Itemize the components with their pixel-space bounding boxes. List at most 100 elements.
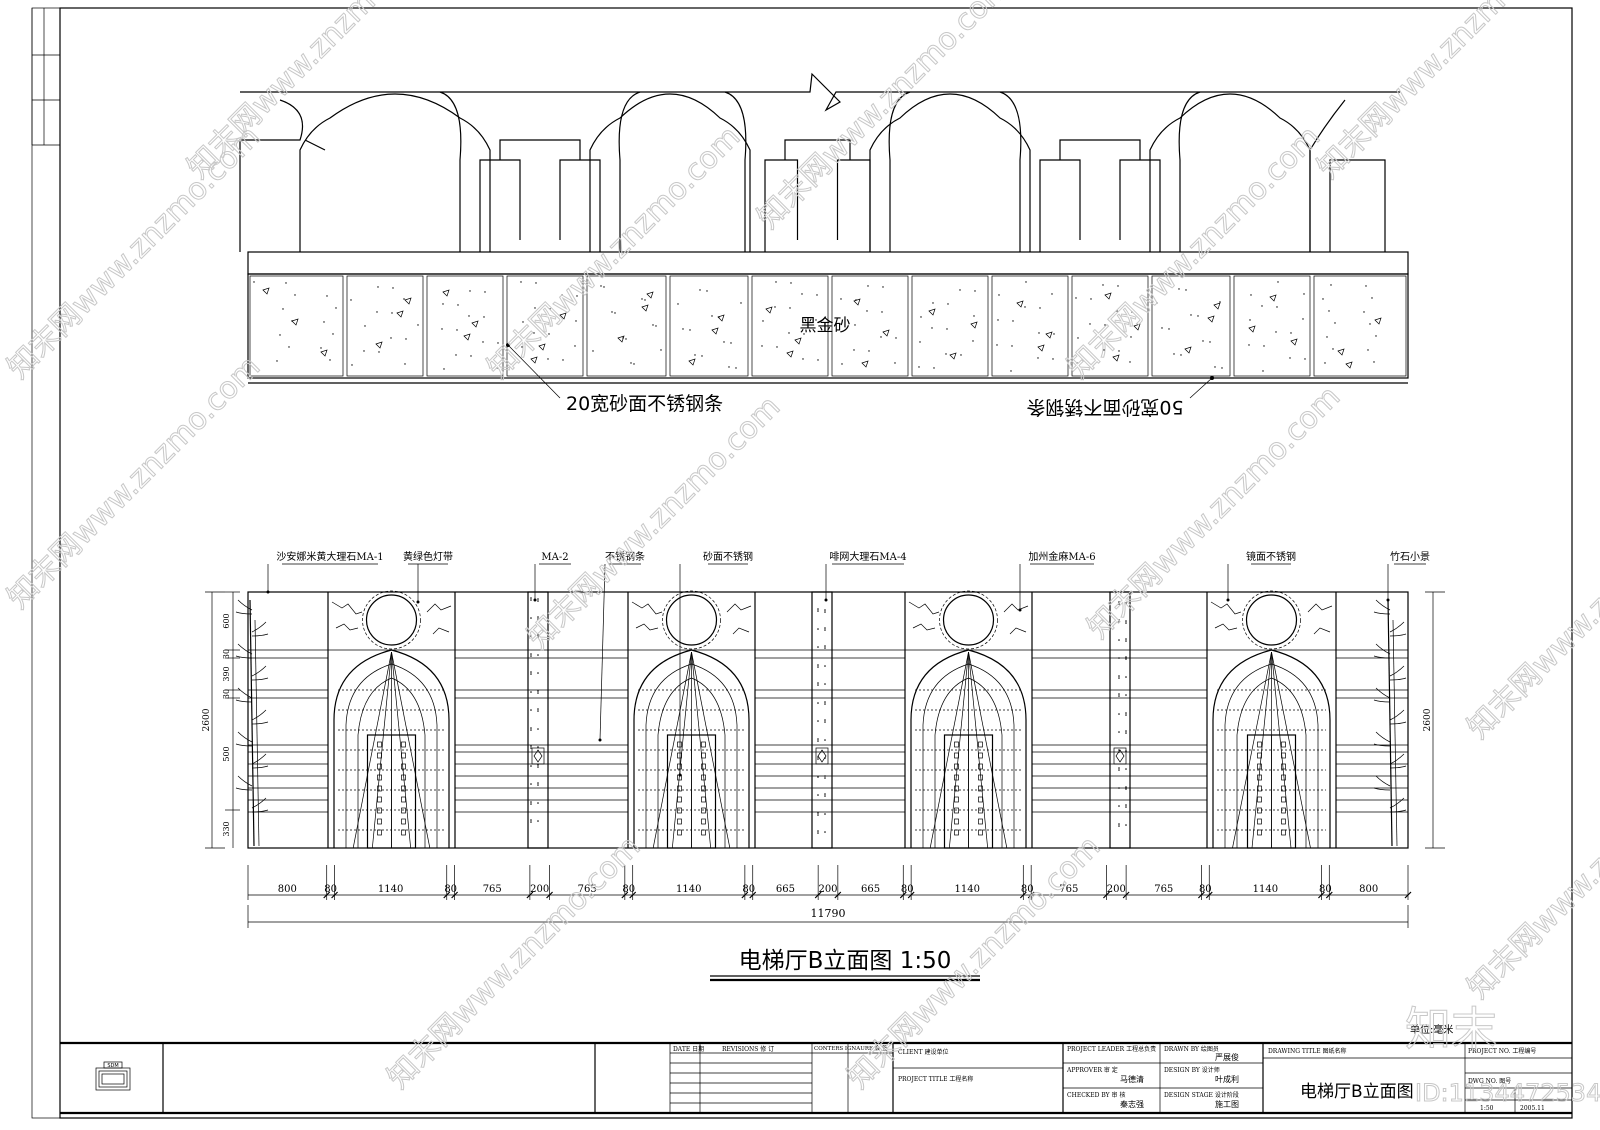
svg-text:知末网www.znzmo.com: 知末网www.znzmo.com xyxy=(751,0,1017,236)
elevator-door-bay xyxy=(1206,590,1337,849)
dimension-label: 200 xyxy=(530,884,549,895)
svg-text:叶成利: 叶成利 xyxy=(1215,1074,1239,1084)
dimension-label: 1140 xyxy=(378,884,403,895)
dimension-label: 80 xyxy=(742,884,755,895)
dimension-label: 800 xyxy=(278,884,297,895)
height-dim: 30 xyxy=(222,689,231,699)
svg-text:CONTERS IGNAURE 会 签: CONTERS IGNAURE 会 签 xyxy=(814,1044,888,1052)
plan-tile xyxy=(1151,275,1231,377)
dimension-label: 765 xyxy=(483,884,502,895)
dimension-label: 1140 xyxy=(676,884,701,895)
plan-tile xyxy=(249,275,344,377)
callout-label: 竹石小景 xyxy=(1390,550,1430,563)
plan-tile xyxy=(1233,275,1311,377)
plan-tile xyxy=(1313,275,1407,377)
dimension-label: 765 xyxy=(1154,884,1173,895)
svg-text:严展俊: 严展俊 xyxy=(1215,1052,1239,1062)
svg-text:CLIENT 建设单位: CLIENT 建设单位 xyxy=(898,1048,949,1056)
dimension-label: 200 xyxy=(1107,884,1126,895)
svg-text:DRAWING TITLE 图纸名称: DRAWING TITLE 图纸名称 xyxy=(1268,1047,1347,1055)
dimension-label: 80 xyxy=(444,884,457,895)
callout-label: 加州金麻MA-6 xyxy=(1028,550,1095,563)
plan-tile xyxy=(991,275,1069,377)
dimension-label: 665 xyxy=(776,884,795,895)
stone-pillar xyxy=(1109,591,1131,849)
dimension-label: 80 xyxy=(622,884,635,895)
callout-label: 啡网大理石MA-4 xyxy=(829,550,906,563)
plan-tile xyxy=(426,275,504,377)
svg-text:施工图: 施工图 xyxy=(1215,1099,1239,1109)
svg-text:DRAWN BY 绘图员: DRAWN BY 绘图员 xyxy=(1164,1045,1219,1053)
round-window xyxy=(665,594,718,646)
dimension-label: 80 xyxy=(1199,884,1212,895)
total-dimension: 11790 xyxy=(811,907,846,920)
company-logo: SDM xyxy=(95,1061,131,1091)
height-dim: 390 xyxy=(222,666,231,681)
plan-tile xyxy=(831,275,909,377)
note-left: 20宽砂面不锈钢条 xyxy=(566,393,723,415)
dimension-label: 200 xyxy=(818,884,837,895)
svg-text:知末网www.znzmo.com: 知末网www.znzmo.com xyxy=(1081,379,1347,645)
callout-label: 黄绿色灯带 xyxy=(403,550,453,563)
dimension-label: 665 xyxy=(861,884,880,895)
arched-door xyxy=(633,649,750,848)
height-total-right: 2600 xyxy=(1423,708,1433,731)
svg-text:知末网www.znzmo.com: 知末网www.znzmo.com xyxy=(1,349,267,615)
dimension-label: 765 xyxy=(578,884,597,895)
svg-text:马德清: 马德清 xyxy=(1120,1074,1144,1084)
note-right-mirrored: 50宽砂面不锈钢条 xyxy=(1026,396,1183,418)
svg-text:PROJECT LEADER 工程总负责: PROJECT LEADER 工程总负责 xyxy=(1067,1045,1156,1053)
svg-text:2005.11: 2005.11 xyxy=(1520,1105,1545,1112)
svg-text:DESIGN STAGE 设计阶段: DESIGN STAGE 设计阶段 xyxy=(1164,1091,1239,1099)
round-window xyxy=(942,594,995,646)
callout-label: 砂面不锈钢 xyxy=(703,550,753,563)
height-dim: 30 xyxy=(222,649,231,659)
callout-label: 不锈钢条 xyxy=(605,550,645,563)
svg-text:1:50: 1:50 xyxy=(1480,1105,1494,1112)
ceiling-plan: 黑金砂 20宽砂面不锈钢条 50宽砂面不锈钢条 xyxy=(239,72,1409,418)
svg-text:知末网www.znzmo.com: 知末网www.znzmo.com xyxy=(181,0,447,186)
round-window xyxy=(1245,594,1298,646)
stone-pillar xyxy=(527,591,549,849)
unit-note: 单位:毫米 xyxy=(1410,1023,1453,1036)
plan-tile xyxy=(586,275,667,377)
dimension-label: 80 xyxy=(901,884,914,895)
arched-door xyxy=(1212,649,1331,848)
title-block-drawing-title: 电梯厅B立面图 xyxy=(1300,1082,1414,1102)
plan-tile xyxy=(506,275,584,377)
dimension-label: 80 xyxy=(324,884,337,895)
height-dim: 330 xyxy=(222,821,231,836)
svg-text:知末网www.znzmo.com: 知末网www.znzmo.com xyxy=(521,389,787,655)
elevator-door-bay xyxy=(327,590,456,849)
plan-tile xyxy=(911,275,989,377)
bamboo-decor xyxy=(235,599,1407,847)
svg-text:DATE 日期: DATE 日期 xyxy=(673,1045,704,1053)
plan-tile xyxy=(751,275,829,377)
dimension-label: 800 xyxy=(1359,884,1378,895)
svg-text:REVISIONS 修 订: REVISIONS 修 订 xyxy=(722,1045,774,1053)
svg-text:PROJECT NO. 工程编号: PROJECT NO. 工程编号 xyxy=(1468,1047,1536,1055)
svg-text:秦志强: 秦志强 xyxy=(1120,1099,1144,1109)
svg-text:SDM: SDM xyxy=(107,1063,118,1069)
dimension-label: 765 xyxy=(1059,884,1078,895)
plan-tile xyxy=(669,275,749,377)
dimension-label: 80 xyxy=(1021,884,1034,895)
watermarks: 知末网www.znzmo.com 知末网www.znzmo.com 知末网www.z… xyxy=(0,0,1600,1096)
svg-text:PROJECT TITLE 工程名称: PROJECT TITLE 工程名称 xyxy=(898,1075,973,1083)
drawing-frame xyxy=(59,7,1573,1119)
dimension-label: 80 xyxy=(1319,884,1332,895)
arched-door xyxy=(910,649,1027,848)
elevator-door-bay xyxy=(627,590,756,849)
title-block: SDM DATE 日期 REVISIONS 修 订 CONTERS IGNAUR… xyxy=(60,1041,1572,1115)
elevator-door-bay xyxy=(904,590,1033,849)
dimension-label: 1140 xyxy=(1253,884,1278,895)
height-total-left: 2600 xyxy=(202,708,212,731)
round-window xyxy=(365,594,418,646)
plan-tile xyxy=(346,275,424,377)
svg-text:DESIGN BY 设计师: DESIGN BY 设计师 xyxy=(1164,1066,1220,1074)
callout-label: MA-2 xyxy=(541,552,568,563)
svg-text:DWG NO. 图号: DWG NO. 图号 xyxy=(1468,1078,1511,1085)
svg-text:CHECKED BY 审 核: CHECKED BY 审 核 xyxy=(1067,1091,1125,1099)
plan-tile xyxy=(1071,275,1149,377)
id-watermark: ID:1134472534 xyxy=(1415,1079,1600,1107)
